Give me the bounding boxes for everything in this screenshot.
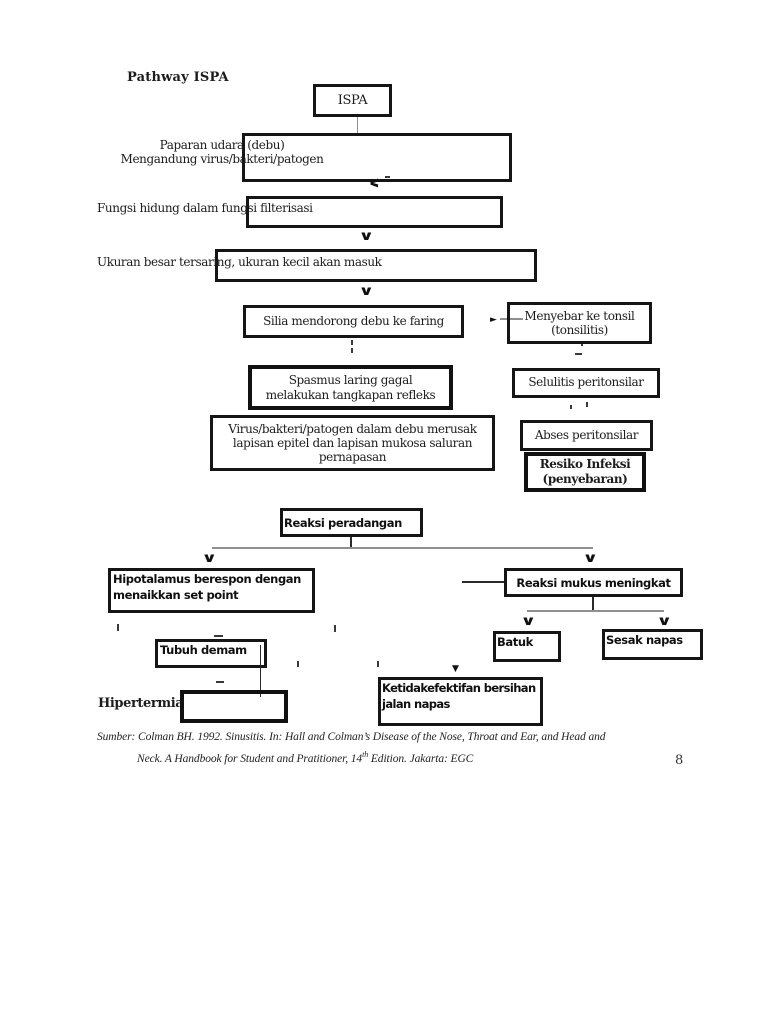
node-tubuh-demam: Tubuh demam [155,639,267,668]
arrow-down-icon: ∨ [358,229,375,244]
stray-mark [351,348,353,353]
node-sesak-napas: Sesak napas [602,629,703,660]
node-spasmus: Spasmus laring gagal melakukan tangkapan… [248,365,453,410]
stray-mark [297,661,299,667]
node-fungsi-box [246,196,503,228]
node-hipertermia-box [180,690,288,723]
arrow-down-icon: ∨ [656,614,673,629]
arrow-down-icon: ∨ [520,614,537,629]
node-abses: Abses peritonsilar [520,420,653,451]
node-paparan-box [242,133,512,182]
node-fungsi-label: Fungsi hidung dalam fungsi filterisasi [97,201,313,215]
node-reaksi-mukus: Reaksi mukus meningkat [504,568,683,597]
stray-mark [351,340,353,345]
node-selulitis: Selulitis peritonsilar [512,368,660,398]
connector-line [592,597,594,611]
node-virus: Virus/bakteri/patogen dalam debu merusak… [210,415,495,471]
node-ukuran-box [215,249,537,282]
citation-line-2: Neck. A Handbook for Student and Pratiti… [137,750,473,765]
connector-line [527,610,664,612]
citation-line-2-text: Neck. A Handbook for Student and Pratiti… [137,752,363,765]
stray-mark [334,625,336,632]
stray-mark [586,402,588,407]
connector-line [350,537,352,548]
citation-superscript: th [362,750,369,759]
connector-line [500,318,523,320]
node-menyebar: Menyebar ke tonsil (tonsilitis) [507,302,652,344]
node-paparan-label: Paparan udara (debu) Mengandung virus/ba… [120,138,324,166]
citation-line-1: Sumber: Colman BH. 1992. Sinusitis. In: … [97,731,606,743]
arrow-right-icon: ► [490,315,497,325]
connector-line [260,645,261,697]
stray-mark [570,405,572,409]
arrow-down-solid-icon: ▼ [452,664,459,674]
arrow-left-icon: ∨ [366,175,382,191]
node-resiko-infeksi: Resiko Infeksi (penyebaran) [524,452,646,492]
page-title: Pathway ISPA [127,70,229,85]
node-ispa: ISPA [313,84,392,117]
node-ketidakefektifan: Ketidakefektifan bersihan jalan napas [378,677,543,726]
arrow-down-icon: ∨ [582,551,599,566]
node-reaksi-peradangan: Reaksi peradangan [280,508,423,537]
stray-mark [581,344,583,346]
citation-line-2-tail: Edition. Jakarta: EGC [368,752,474,765]
node-batuk: Batuk [493,631,561,662]
node-silia: Silia mendorong debu ke faring [243,305,464,338]
page-number: 8 [675,753,684,768]
connector-line [212,547,593,549]
node-hipertermia-label: Hipertermia [98,696,184,711]
connector-line [357,117,358,133]
stray-mark [575,353,582,355]
node-ukuran-label: Ukuran besar tersaring, ukuran kecil aka… [97,255,382,269]
node-hipotalamus: Hipotalamus berespon dengan menaikkan se… [108,568,315,613]
stray-mark [214,635,223,637]
stray-mark [216,681,224,683]
stray-mark [377,661,379,667]
stray-mark [117,624,119,631]
connector-line [462,581,504,583]
arrow-down-icon: ∨ [358,284,375,299]
arrow-down-icon: ∨ [201,551,218,566]
stray-mark [385,176,390,178]
